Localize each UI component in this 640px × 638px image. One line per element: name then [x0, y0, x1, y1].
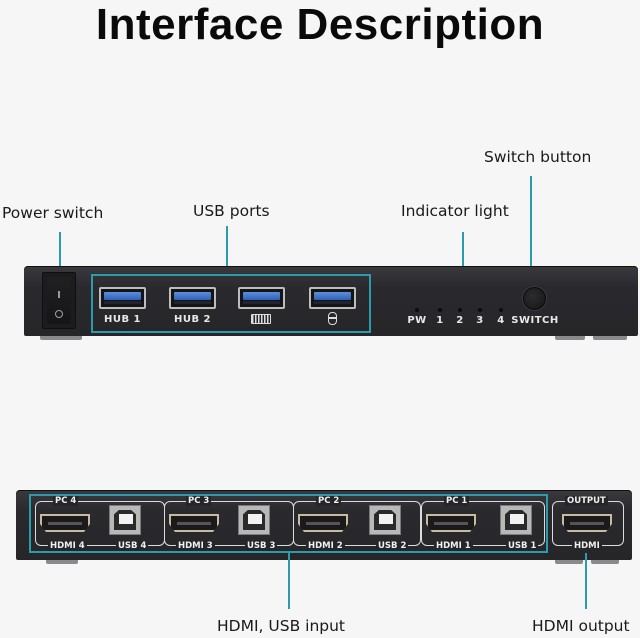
callout-line-power: [59, 232, 61, 282]
hdmi-input-port-3[interactable]: [169, 514, 219, 532]
callout-hdmi-usb-input: HDMI, USB input: [217, 617, 346, 635]
output-label: OUTPUT: [565, 496, 608, 506]
callout-line-output: [585, 553, 587, 609]
led-label-pw: PW: [407, 315, 427, 326]
led-label-3: 3: [476, 315, 484, 326]
led-label-4: 4: [497, 315, 505, 326]
usb-port-mouse[interactable]: [309, 287, 356, 309]
inputs-highlight: [29, 494, 548, 553]
usb-label: USB 2: [376, 541, 409, 551]
usb-b-input-port-4[interactable]: [109, 505, 141, 535]
pc-label: PC 3: [186, 496, 212, 506]
hdmi-label: HDMI 4: [48, 541, 87, 551]
callout-line-input: [288, 553, 290, 609]
input-group-pc1: [421, 501, 545, 546]
keyboard-icon: [251, 314, 271, 324]
pc-label: PC 1: [444, 496, 470, 506]
callout-line-switch: [530, 176, 532, 280]
mouse-icon: [328, 312, 337, 325]
pc-label: PC 4: [53, 496, 79, 506]
usb-b-input-port-1[interactable]: [500, 505, 532, 535]
usb-port-hub-1[interactable]: [99, 287, 146, 309]
callout-power-switch: Power switch: [2, 204, 104, 222]
input-group-pc2: [293, 501, 421, 546]
switch-label: SWITCH: [511, 315, 559, 326]
usb-port-hub-2[interactable]: [169, 287, 216, 309]
hdmi-input-port-4[interactable]: [40, 514, 90, 532]
pc-label: PC 2: [316, 496, 342, 506]
led-label-2: 2: [456, 315, 464, 326]
usb-label: USB 3: [245, 541, 278, 551]
led-2: [458, 308, 462, 312]
switch-button[interactable]: [523, 287, 546, 310]
hdmi-input-port-1[interactable]: [426, 514, 476, 532]
front-foot-right-2: [593, 335, 627, 340]
usb-ports-highlight: [91, 274, 371, 333]
callout-hdmi-output: HDMI output: [532, 617, 630, 635]
output-hdmi-label: HDMI: [572, 541, 602, 551]
usb-port-label: HUB 1: [103, 314, 142, 325]
callout-indicator-light: Indicator light: [401, 202, 509, 220]
kvm-rear-panel: PC 4 HDMI 4 USB 4 PC 3 HDMI 3 USB 3 PC 2…: [16, 490, 632, 560]
front-foot-right-1: [555, 335, 585, 340]
led-power: [415, 308, 419, 312]
kvm-front-panel: HUB 1 HUB 2 PW 1 2 3 4 SWITCH: [24, 266, 638, 336]
rear-foot-right-2: [591, 559, 619, 564]
hdmi-output-port[interactable]: [562, 514, 612, 532]
usb-port-label: HUB 2: [173, 314, 212, 325]
usb-port-keyboard[interactable]: [238, 287, 285, 309]
led-label-1: 1: [436, 315, 444, 326]
hdmi-input-port-2[interactable]: [298, 514, 348, 532]
rear-foot-left: [46, 559, 78, 564]
led-4: [499, 308, 503, 312]
usb-label: USB 1: [506, 541, 539, 551]
usb-b-input-port-2[interactable]: [369, 505, 401, 535]
callout-switch-button: Switch button: [484, 148, 592, 166]
hdmi-label: HDMI 2: [306, 541, 345, 551]
rear-foot-right-1: [555, 559, 583, 564]
power-switch[interactable]: [42, 272, 76, 329]
led-1: [438, 308, 442, 312]
callout-line-usb: [226, 226, 228, 275]
power-off-symbol-icon: [55, 310, 63, 318]
callout-line-indicator: [462, 232, 464, 282]
callout-usb-ports: USB ports: [193, 202, 270, 220]
hdmi-label: HDMI 1: [434, 541, 473, 551]
front-foot-left: [40, 335, 82, 340]
hdmi-label: HDMI 3: [176, 541, 215, 551]
power-on-symbol-icon: [58, 291, 60, 298]
page-title: Interface Description: [95, 0, 545, 49]
led-3: [478, 308, 482, 312]
usb-label: USB 4: [116, 541, 149, 551]
usb-b-input-port-3[interactable]: [238, 505, 270, 535]
